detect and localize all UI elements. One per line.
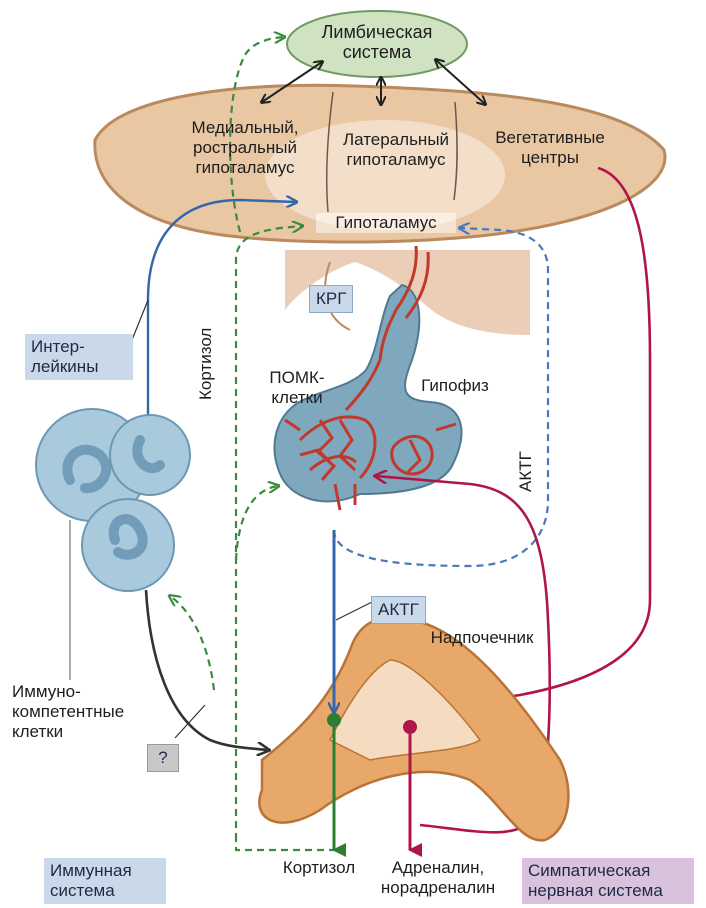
lateral-hypothalamus-label: Латеральный гипоталамус bbox=[336, 130, 456, 170]
actg-label: АКТГ bbox=[371, 596, 426, 624]
pomc-cells-label: ПОМК- клетки bbox=[252, 368, 342, 408]
hypophysis-label: Гипофиз bbox=[400, 376, 510, 396]
cortisol-feedback-label: Кортизол bbox=[196, 328, 216, 400]
immune-cells bbox=[36, 409, 190, 591]
limbic-system-label: Лимбическая система bbox=[307, 22, 447, 62]
interleukins-label: Интер- лейкины bbox=[25, 334, 133, 380]
medial-hypothalamus-label: Медиальный, ростральный гипоталамус bbox=[160, 118, 330, 178]
adrenaline-output-label: Адреналин, норадреналин bbox=[368, 858, 508, 898]
krg-label: КРГ bbox=[309, 285, 353, 313]
immunocompetent-cells-label: Иммуно- компетентные клетки bbox=[12, 682, 162, 742]
hypothalamus-label: Гипоталамус bbox=[316, 213, 456, 233]
sympathetic-system-label: Симпатическая нервная система bbox=[522, 858, 694, 904]
vegetative-centers-label: Вегетативные центры bbox=[475, 128, 625, 168]
question-label: ? bbox=[147, 744, 179, 772]
adrenal-label: Надпочечник bbox=[417, 628, 547, 648]
cortisol-output-label: Кортизол bbox=[264, 858, 374, 878]
actg-feedback-label: АКТГ bbox=[516, 451, 536, 492]
immune-system-label: Иммунная система bbox=[44, 858, 166, 904]
